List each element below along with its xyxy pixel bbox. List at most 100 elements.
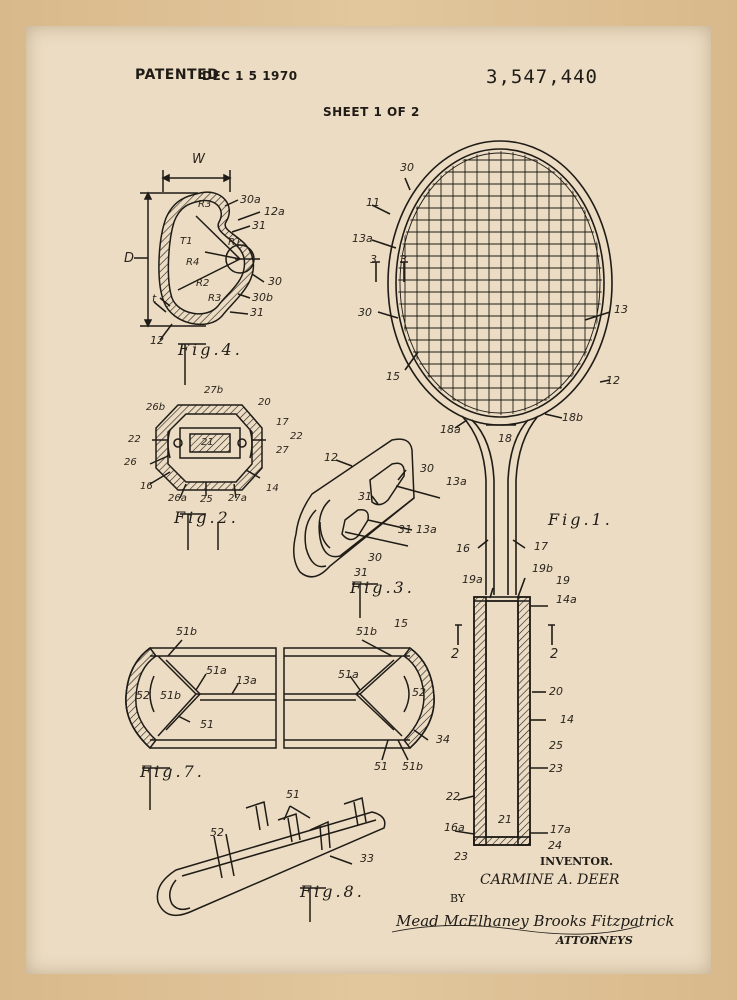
fig2-label-17: 17 [276,417,289,428]
fig1-label-14: 14 [560,713,574,726]
fig1-label-18a: 18a [440,423,461,436]
fig4-label-r3a: R3 [198,199,212,210]
fig1-label-3a: 3 [370,253,377,266]
fig4-label-30b: 30b [252,291,273,304]
fig3-label-31c: 31 [354,566,368,579]
fig2-label-27a: 27a [228,493,247,504]
fig4-label-r2: R2 [196,278,210,289]
fig1-label-19: 19 [556,574,570,587]
fig1-label-14a: 14a [556,593,577,606]
fig4-label-12a: 12a [264,205,285,218]
fig1-label-3b: 3 [400,253,407,266]
fig3-title: Fig.3. [350,578,415,597]
patent-number: 3,547,440 [486,66,598,88]
fig2-label-26a: 26a [168,493,187,504]
fig4-label-r4: R4 [186,257,200,268]
fig7-label-51-left: 51 [200,718,214,731]
fig7-label-51b-b: 51b [160,689,181,702]
fig8-strip-drawing [156,797,386,922]
fig7-insert-drawing [125,639,435,810]
fig3-label-30b: 30 [368,551,382,564]
fig4-label-d: D [124,251,135,266]
fig1-label-23-bottom: 23 [454,850,468,863]
fig1-label-21: 21 [498,813,512,826]
fig1-label-16: 16 [456,542,470,555]
fig1-label-18: 18 [498,432,512,445]
fig4-label-t: t [152,292,157,305]
fig1-label-30-top: 30 [400,161,414,174]
patent-paper [26,26,711,974]
fig7-label-13a: 13a [236,674,257,687]
fig3-perspective-drawing [293,438,441,618]
fig7-label-52-right: 52 [412,686,426,699]
attorneys-label: ATTORNEYS [556,934,633,947]
fig4-label-t1: T1 [180,236,193,247]
fig7-label-51-right: 51 [374,760,388,773]
fig8-label-51: 51 [286,788,300,801]
fig2-label-22b: 22 [290,431,303,442]
fig1-label-19b: 19b [532,562,553,575]
fig3-label-13a-b: 13a [416,523,437,536]
fig1-label-15: 15 [386,370,400,383]
attorney-signature: Mead McElhaney Brooks Fitzpatrick [396,912,675,930]
fig1-label-11: 11 [366,196,380,209]
fig2-label-22a: 22 [128,434,141,445]
fig1-label-25: 25 [549,739,563,752]
fig8-title: Fig.8. [300,882,365,901]
fig7-label-51a-right: 51a [338,668,359,681]
fig4-label-r3b: R3 [208,293,222,304]
fig8-label-52: 52 [210,826,224,839]
fig2-label-21: 21 [201,437,214,448]
fig3-label-13a-a: 13a [446,475,467,488]
fig1-label-2b: 2 [550,647,559,662]
fig1-label-19a: 19a [462,573,483,586]
fig1-label-20: 20 [549,685,563,698]
patented-label: PATENTED [135,67,220,83]
fig7-label-51b-a: 51b [176,625,197,638]
fig1-label-23-right: 23 [549,762,563,775]
fig1-label-12: 12 [606,374,620,387]
fig3-label-31b: 31 [398,523,412,536]
fig2-label-27b: 27b [204,385,224,396]
fig1-label-2a: 2 [451,647,460,662]
fig2-label-25: 25 [200,494,213,505]
fig3-label-12: 12 [324,451,338,464]
fig1-label-18b: 18b [562,411,583,424]
fig2-label-16: 16 [140,481,153,492]
fig3-label-30a: 30 [420,462,434,475]
fig1-label-13: 13 [614,303,628,316]
fig4-label-31a: 31 [252,219,266,232]
fig7-title: Fig.7. [140,762,205,781]
by-label: BY [450,892,466,905]
fig2-label-20: 20 [258,397,271,408]
fig1-title: Fig.1. [548,510,613,529]
fig2-handle-section-drawing [149,404,266,550]
fig4-title: Fig.4. [178,340,243,359]
fig2-title: Fig.2. [174,508,239,527]
patent-date: DEC 1 5 1970 [202,69,298,83]
fig4-label-30a: 30a [240,193,261,206]
fig2-label-27: 27 [276,445,289,456]
fig7-label-34: 34 [436,733,450,746]
signature-flourish [391,925,641,935]
fig7-label-51b-d: 51b [402,760,423,773]
sheet-label: SHEET 1 OF 2 [323,105,420,119]
fig1-label-17a: 17a [550,823,571,836]
fig2-label-14: 14 [266,483,279,494]
fig4-label-r1: R1 [228,237,242,248]
fig3-label-31a: 31 [358,490,372,503]
fig8-label-33: 33 [360,852,374,865]
fig4-label-w: W [192,152,205,167]
fig4-label-31b: 31 [250,306,264,319]
fig4-cross-section-drawing [134,170,265,385]
inventor-name: CARMINE A. DEER [480,872,620,888]
fig1-label-16a: 16a [444,821,465,834]
fig7-label-51a-left: 51a [206,664,227,677]
fig1-label-13a: 13a [352,232,373,245]
fig7-label-51b-c: 51b [356,625,377,638]
fig7-label-15: 15 [394,617,408,630]
fig2-label-26: 26 [124,457,137,468]
fig2-label-26b: 26b [146,402,166,413]
fig1-label-22: 22 [446,790,460,803]
